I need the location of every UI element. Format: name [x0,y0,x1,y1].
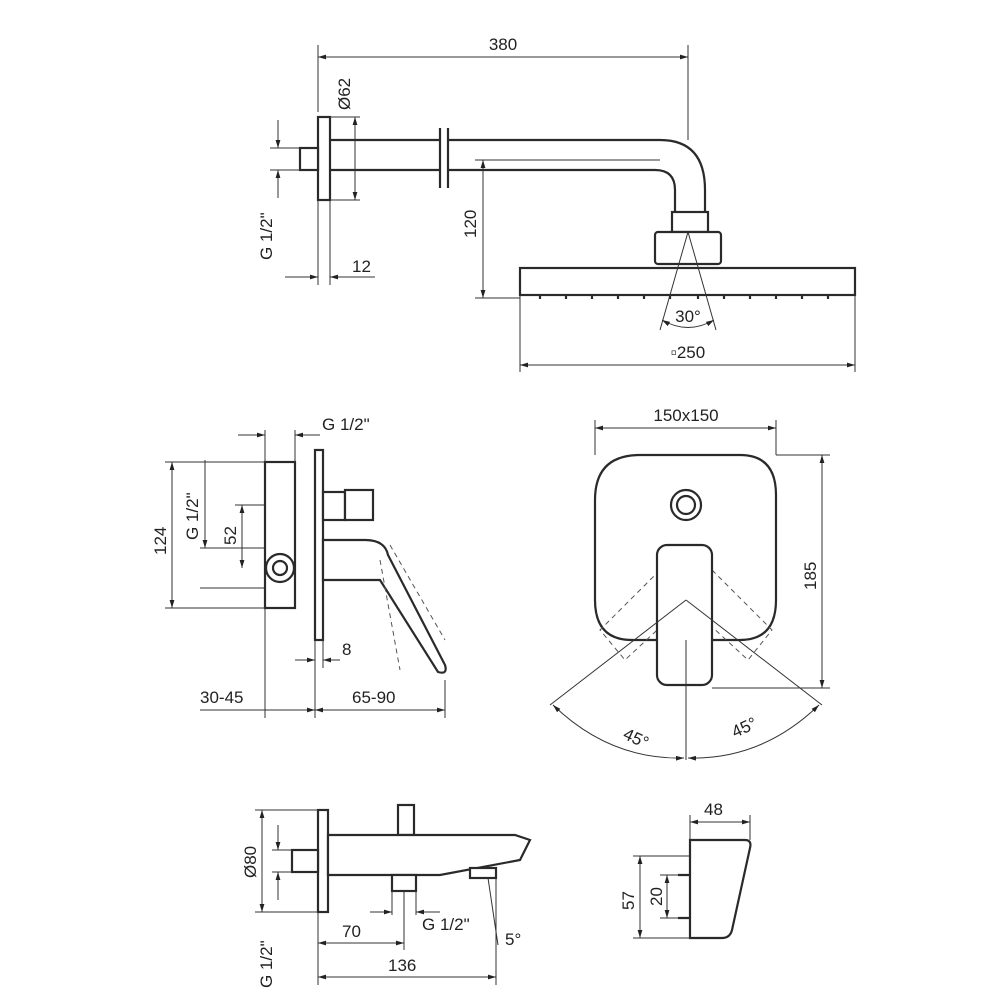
spout-flange [316,808,330,914]
dim-thread-top: G 1/2" [322,415,370,434]
dim-arm-thread: G 1/2" [257,212,276,260]
dim-outlet-offset: 70 [342,922,361,941]
dim-outlet-thread: G 1/2" [422,915,470,934]
dim-spray-angle: 30° [675,307,701,326]
dim-plate-size: 150x150 [653,406,718,425]
dim-thread-side: G 1/2" [183,492,202,540]
diverter-pull [396,803,416,837]
dim-depth-out: 65-90 [352,688,395,707]
head-connector [653,230,723,266]
spout-body [326,833,532,877]
diverter-knob [343,488,375,522]
dim-flange-diameter: Ø62 [335,78,354,110]
mixer-side-view: G 1/2" 124 G 1/2" 52 8 30-45 65-90 [151,415,447,718]
dim-spout-height: 57 [619,891,638,910]
spout-side-view: Ø80 G 1/2" 70 G 1/2" 5° 136 [241,803,532,988]
dim-angle-left: 45° [620,724,651,752]
dim-tilt: 5° [505,930,521,949]
dim-head-size: ▫250 [671,343,705,362]
dim-angle-right: 45° [729,714,760,742]
dim-spacing: 52 [221,526,240,545]
shower-arm-view: 380 Ø62 G 1/2" 12 120 30° ▫250 [257,35,857,372]
dim-wall-gap: 12 [352,257,371,276]
cover-plate [313,448,325,642]
dim-spout-thread-wall: G 1/2" [257,940,276,988]
dim-spout-length: 136 [388,956,416,975]
spout-front [688,838,752,940]
dim-hole-spacing: 20 [647,887,666,906]
valve-body [263,460,297,610]
dim-front-height: 185 [801,562,820,590]
side-lever [321,538,447,674]
dim-plate: 8 [342,640,351,659]
wall-nipple [298,146,320,172]
dim-spout-width: 48 [704,800,723,819]
shower-head [518,266,857,297]
wall-flange [316,115,332,202]
dim-spout-flange: Ø80 [241,846,260,878]
diverter-button [669,488,703,522]
dim-arm-length: 380 [489,35,517,54]
mixer-front-view: 150x150 185 45° 45° [549,406,830,761]
front-lever [655,543,714,687]
dim-drop: 120 [461,210,480,238]
dim-height: 124 [151,527,170,555]
dim-depth-wall: 30-45 [200,688,243,707]
arm-tube [330,138,707,212]
spout-front-view: 48 57 20 [619,800,752,940]
